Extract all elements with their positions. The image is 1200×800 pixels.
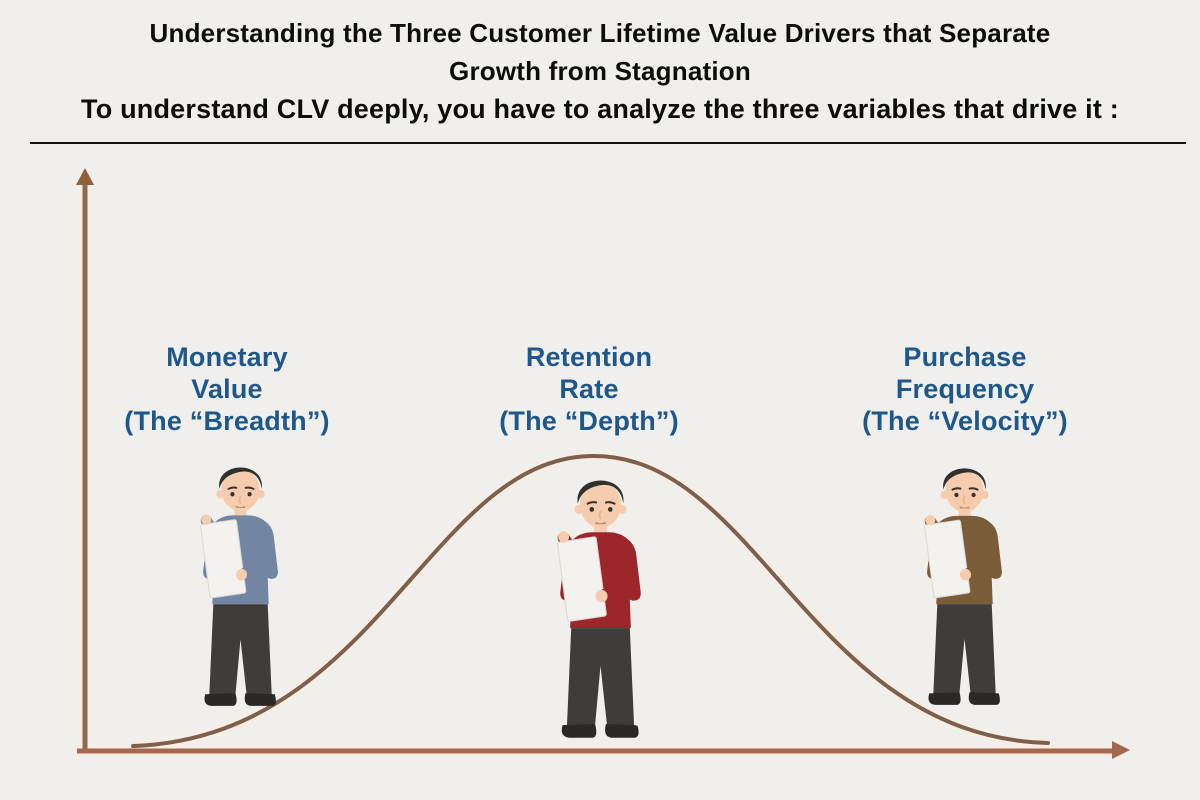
person-figure-frequency: [899, 455, 1030, 707]
label-line: Rate: [559, 374, 619, 404]
person-hand: [925, 514, 936, 526]
label-line: (The “Depth”): [499, 406, 679, 436]
person-eyebrow: [244, 486, 255, 490]
divider-line: [30, 142, 1186, 144]
paper-sheet: [200, 519, 247, 599]
person-nose: [598, 510, 602, 520]
person-mouth: [235, 505, 246, 509]
person-eye: [247, 491, 252, 497]
person-shoe: [204, 693, 237, 706]
person-figure-retention: [530, 466, 671, 740]
person-eyebrow: [586, 501, 598, 505]
header: Understanding the Three Customer Lifetim…: [0, 14, 1200, 128]
page-subtitle: To understand CLV deeply, you have to an…: [81, 94, 1119, 124]
person-neck: [593, 524, 608, 536]
person-hand: [959, 568, 972, 581]
person-eyebrow: [604, 501, 616, 505]
person-eye: [607, 506, 613, 512]
person-eyebrow: [227, 486, 238, 490]
person-neck: [958, 508, 971, 520]
person-face: [221, 468, 260, 512]
label-line: Monetary: [166, 342, 288, 372]
person-hair: [577, 480, 624, 504]
person-eye: [954, 492, 959, 498]
paper-sheet: [557, 536, 607, 622]
person-hand: [235, 568, 248, 581]
person-eyebrow: [951, 487, 962, 491]
label-line: Frequency: [895, 374, 1035, 404]
label-line: Purchase: [903, 342, 1027, 372]
label-line: (The “Velocity”): [862, 406, 1068, 436]
label-line: Retention: [525, 342, 653, 372]
person-shoe: [561, 724, 597, 738]
x-axis-arrowhead: [1112, 741, 1130, 759]
person-eye: [230, 491, 235, 497]
person-hand: [201, 514, 212, 525]
person-neck: [234, 507, 247, 519]
person-mouth: [959, 506, 970, 510]
label-purchase-frequency: Purchase Frequency (The “Velocity”): [862, 341, 1068, 437]
person-hand: [558, 531, 570, 543]
paper-sheet: [924, 519, 971, 599]
person-face: [945, 469, 984, 512]
person-pants: [933, 604, 996, 696]
person-illustration: [557, 480, 641, 738]
person-hand: [595, 589, 608, 603]
person-eye: [971, 492, 976, 498]
person-pants: [566, 628, 635, 728]
label-line: Value: [191, 374, 263, 404]
person-pants: [209, 604, 272, 697]
person-shoe: [605, 724, 639, 738]
person-illustration: [924, 468, 1002, 705]
person-mouth: [595, 522, 606, 526]
person-nose: [238, 495, 242, 504]
y-axis-arrowhead: [76, 168, 94, 185]
person-shoe: [968, 692, 1000, 705]
person-shoe: [928, 692, 961, 705]
label-retention-rate: Retention Rate (The “Depth”): [499, 341, 679, 437]
person-hair: [219, 467, 262, 489]
person-hair: [943, 468, 986, 490]
page-title-line-2: Growth from Stagnation: [449, 56, 751, 86]
person-eyebrow: [968, 487, 979, 491]
person-nose: [962, 496, 966, 505]
person-illustration: [200, 467, 278, 706]
label-monetary-value: Monetary Value (The “Breadth”): [124, 341, 330, 437]
person-eye: [589, 506, 595, 512]
person-shoe: [244, 693, 276, 706]
person-face: [579, 481, 622, 528]
person-figure-monetary: [175, 454, 306, 708]
page-title-line-1: Understanding the Three Customer Lifetim…: [149, 18, 1051, 48]
label-line: (The “Breadth”): [124, 406, 330, 436]
